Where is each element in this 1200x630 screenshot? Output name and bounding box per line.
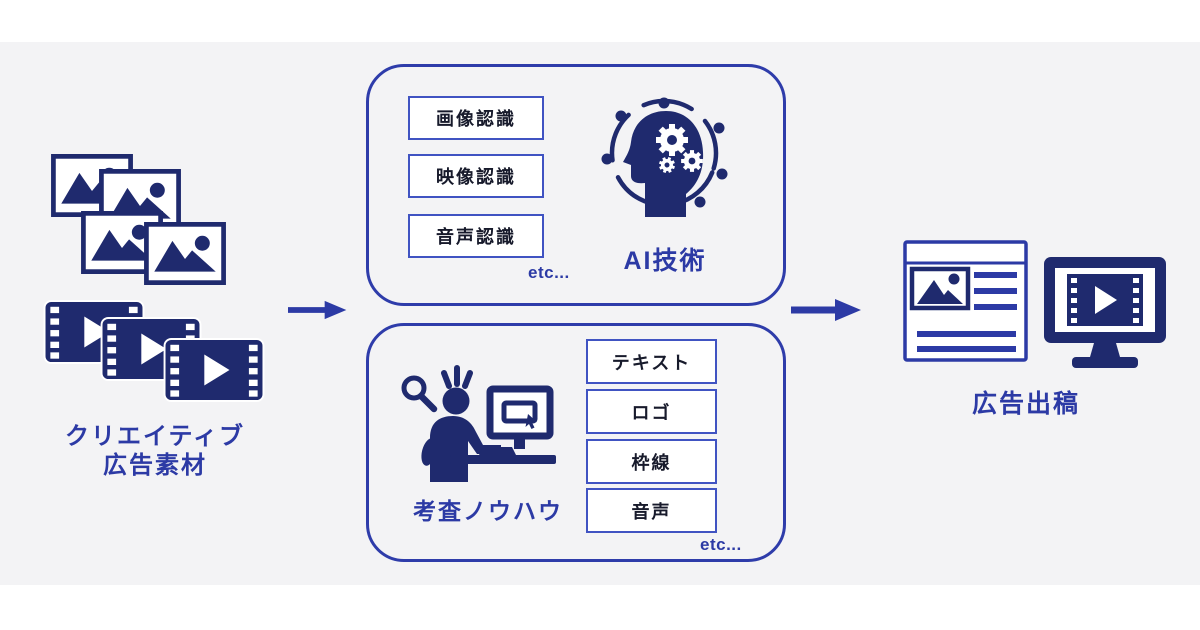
ai-technology-title: AI技術: [623, 247, 707, 275]
review-box-border: 枠線: [586, 439, 717, 484]
ai-box-audio-recognition: 音声認識: [408, 214, 544, 258]
review-knowhow-title: 考査ノウハウ: [413, 498, 563, 524]
video-monitor-icon: [1044, 257, 1166, 368]
film-strip-icon: [163, 338, 265, 402]
arrow-right-icon: [288, 300, 347, 320]
ai-box-label: 映像認識: [436, 167, 516, 187]
ad-placement-group: 広告出稿: [880, 200, 1200, 450]
review-box-label: 音声: [631, 501, 672, 522]
ai-technology-panel: [366, 64, 786, 306]
review-box-logo: ロゴ: [586, 389, 717, 434]
arrow-right-icon: [791, 299, 861, 321]
creative-materials-label-line1: クリエイティブ: [64, 423, 246, 450]
review-box-audio: 音声: [586, 488, 717, 533]
ai-etc-label: etc...: [528, 263, 570, 282]
review-box-label: テキスト: [611, 352, 692, 373]
review-box-label: 枠線: [631, 452, 672, 473]
reviewer-at-computer-icon: [401, 365, 556, 482]
article-ad-page-icon: [903, 240, 1028, 362]
creative-materials-group: クリエイティブ 広告素材: [0, 0, 300, 630]
review-etc-label: etc...: [700, 535, 742, 554]
photo-icon: [144, 222, 226, 285]
creative-materials-label: クリエイティブ 広告素材: [35, 422, 275, 480]
ai-head-gears-icon: [601, 97, 728, 217]
review-box-text: テキスト: [586, 339, 717, 384]
review-box-label: ロゴ: [631, 402, 672, 423]
creative-materials-label-line2: 広告素材: [103, 452, 207, 479]
ai-box-label: 音声認識: [436, 227, 516, 247]
ai-box-video-recognition: 映像認識: [408, 154, 544, 198]
ai-box-label: 画像認識: [436, 109, 516, 129]
review-knowhow-panel: [366, 323, 786, 562]
ad-placement-title: 広告出稿: [971, 390, 1080, 418]
ai-box-image-recognition: 画像認識: [408, 96, 544, 140]
